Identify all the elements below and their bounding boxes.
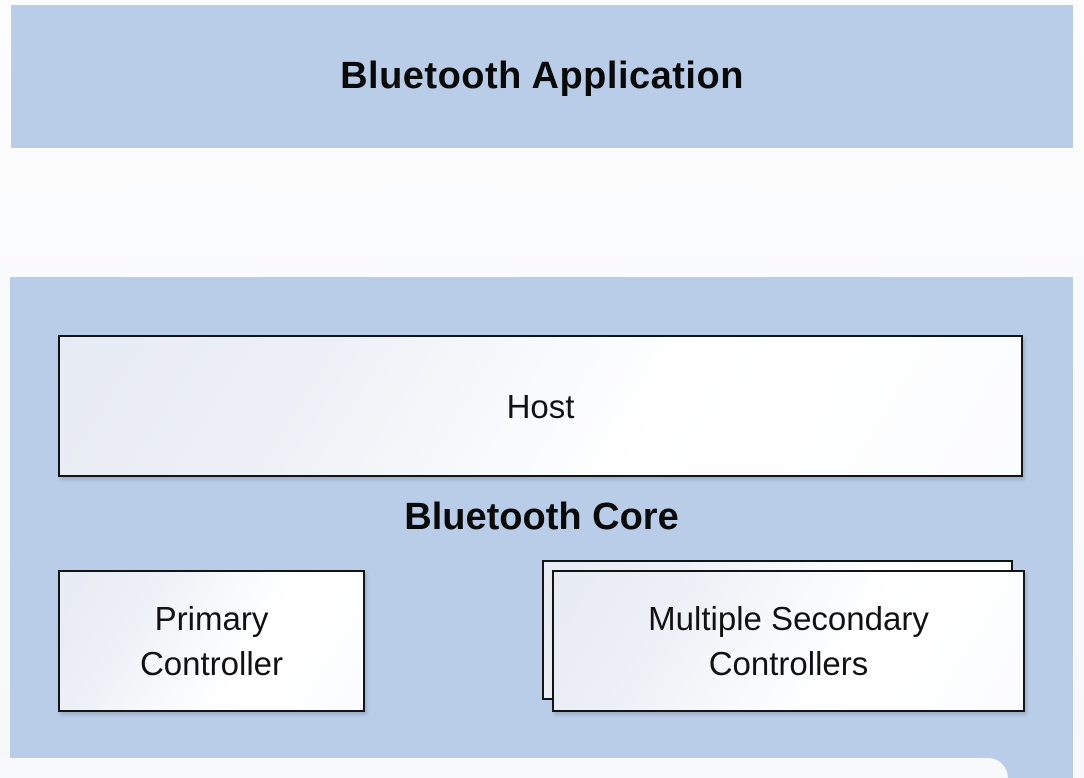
- host-box: Host: [58, 335, 1023, 477]
- bluetooth-core-heading: Bluetooth Core: [404, 496, 679, 538]
- host-label: Host: [506, 387, 575, 425]
- bluetooth-application-title: Bluetooth Application: [340, 55, 744, 97]
- bluetooth-application-band: Bluetooth Application: [11, 5, 1073, 148]
- secondary-controllers-box: Multiple Secondary Controllers: [552, 570, 1025, 712]
- primary-controller-label: Primary Controller: [139, 600, 284, 682]
- primary-controller-box: Primary Controller: [58, 570, 365, 712]
- secondary-controllers-label: Multiple Secondary Controllers: [648, 600, 929, 682]
- bottom-strip: [0, 758, 1008, 778]
